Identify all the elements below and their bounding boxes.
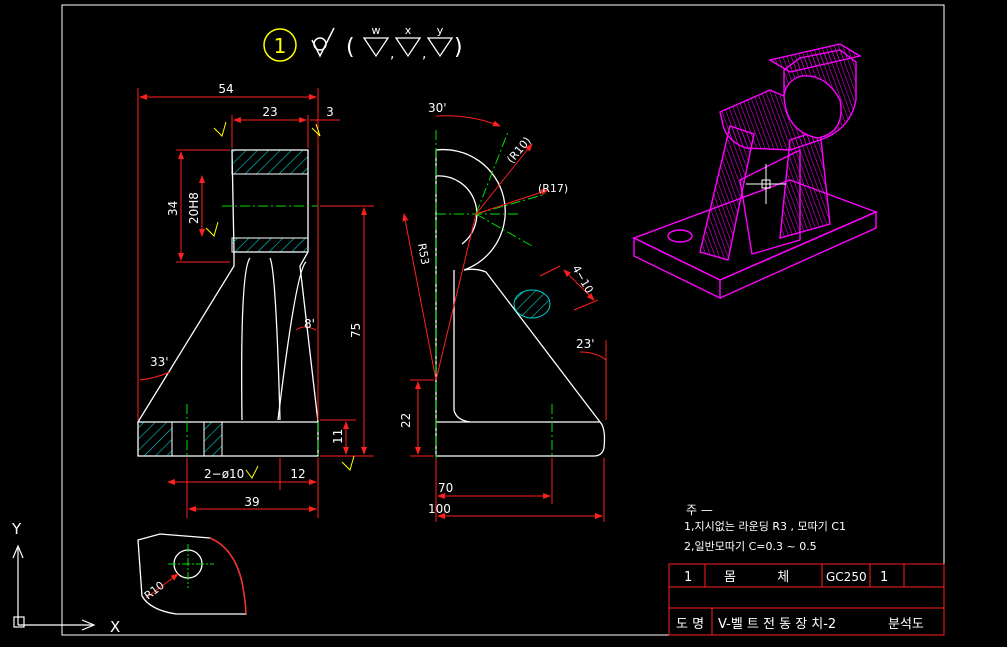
- dim-base-thickness: 11: [331, 429, 345, 444]
- dim-hole-span: 39: [244, 495, 259, 509]
- dim-height: 75: [349, 323, 363, 338]
- side-view-dimensions: [402, 115, 607, 522]
- rib-section: [513, 289, 551, 319]
- bottom-detail-view[interactable]: R10: [137, 533, 247, 615]
- iso-top-plate: [768, 43, 862, 73]
- surface-finish-main-icon: [311, 27, 335, 58]
- front-view-outline: [137, 149, 319, 457]
- title-block[interactable]: 1 몸 체 GC250 1 도 명 V-벨 트 전 동 장 치-2 분석도: [668, 563, 945, 636]
- front-view-dimensions: [137, 88, 374, 518]
- svg-text:w: w: [372, 24, 381, 37]
- notes-block: 주 — 1,지시없는 라운딩 R3 , 모따기 C1 2,일반모따기 C=0.3…: [684, 503, 846, 553]
- base-section-right: [203, 421, 223, 457]
- notes-line-2: 2,일반모따기 C=0.3 ~ 0.5: [684, 539, 817, 553]
- dim-r53: R53: [415, 242, 432, 266]
- dim-hole-offset: 12: [290, 467, 305, 481]
- svg-text:y: y: [437, 24, 444, 37]
- ucs-x-label: X: [110, 618, 120, 636]
- dim-70: 70: [438, 481, 453, 495]
- dim-taper-angle: 8': [304, 317, 315, 331]
- dim-holes: 2−ø10: [204, 467, 244, 481]
- detail-centerlines: [168, 544, 214, 588]
- drawing-border: [61, 4, 945, 636]
- title-material: GC250: [826, 570, 867, 584]
- header-symbols: 1 ( w , x , y ): [263, 24, 463, 62]
- dim-bore-height: 34: [166, 201, 180, 216]
- paren-open: (: [346, 35, 355, 60]
- detail-outline: [137, 533, 247, 615]
- front-view[interactable]: 54 23 3 34 20H8 8' 75 33' 11 2−ø10 12 39: [137, 82, 374, 518]
- iso-base-hole: [667, 229, 693, 243]
- side-view[interactable]: 30' (R10) (R17) R53 4−10 23' 22 70 100: [399, 101, 607, 522]
- iso-rib: [739, 148, 801, 255]
- paren-close: ): [454, 35, 463, 60]
- notes-title: 주 —: [686, 503, 713, 517]
- dim-side-angle-23: 23': [576, 337, 595, 351]
- ucs-icon: X Y: [11, 520, 120, 636]
- comma-2: ,: [422, 46, 426, 62]
- title-drawing-name: V-벨 트 전 동 장 치-2: [718, 617, 836, 632]
- iso-bearing-bore: [783, 75, 842, 139]
- iso-base-side: [719, 210, 877, 299]
- detail-red-edge: [209, 537, 247, 615]
- title-block-grid: [668, 563, 945, 636]
- svg-text:x: x: [405, 24, 412, 37]
- dim-overall-width: 54: [218, 82, 233, 96]
- title-drawing-type: 분석도: [888, 617, 924, 632]
- title-part-name: 몸 체: [724, 570, 789, 585]
- dim-side-angle: 33': [150, 355, 169, 369]
- dim-base-height: 22: [399, 413, 413, 428]
- dim-detail-radius: R10: [142, 579, 167, 603]
- notes-line-1: 1,지시없는 라운딩 R3 , 모따기 C1: [684, 520, 846, 533]
- title-label: 도 명: [676, 617, 704, 632]
- surface-finish-w-icon: w: [362, 24, 390, 58]
- bore-section-top: [231, 149, 309, 175]
- surface-finish-y-icon: y: [426, 24, 454, 58]
- dim-r17: (R17): [538, 182, 568, 195]
- bore-section-bottom: [231, 237, 309, 253]
- circled-number: 1: [274, 34, 287, 58]
- base-section-left: [137, 421, 173, 457]
- dim-bore-dia: 20H8: [187, 192, 201, 224]
- dim-r10: (R10): [504, 134, 533, 166]
- surface-finish-x-icon: x: [394, 24, 422, 58]
- dim-offset: 3: [326, 105, 334, 119]
- iso-cursor-icon: [746, 164, 786, 204]
- circled-number-ring: [263, 28, 297, 62]
- front-finish-marks-icon: [205, 121, 355, 479]
- dim-bore-length: 23: [262, 105, 277, 119]
- isometric-view[interactable]: [632, 43, 878, 300]
- ucs-y-label: Y: [11, 520, 22, 538]
- dim-100: 100: [428, 502, 451, 516]
- comma-1: ,: [390, 46, 394, 62]
- title-quantity: 1: [880, 570, 888, 585]
- detail-radius-leader: [145, 573, 179, 599]
- title-item-no: 1: [684, 570, 692, 585]
- dim-top-angle: 30': [428, 101, 447, 115]
